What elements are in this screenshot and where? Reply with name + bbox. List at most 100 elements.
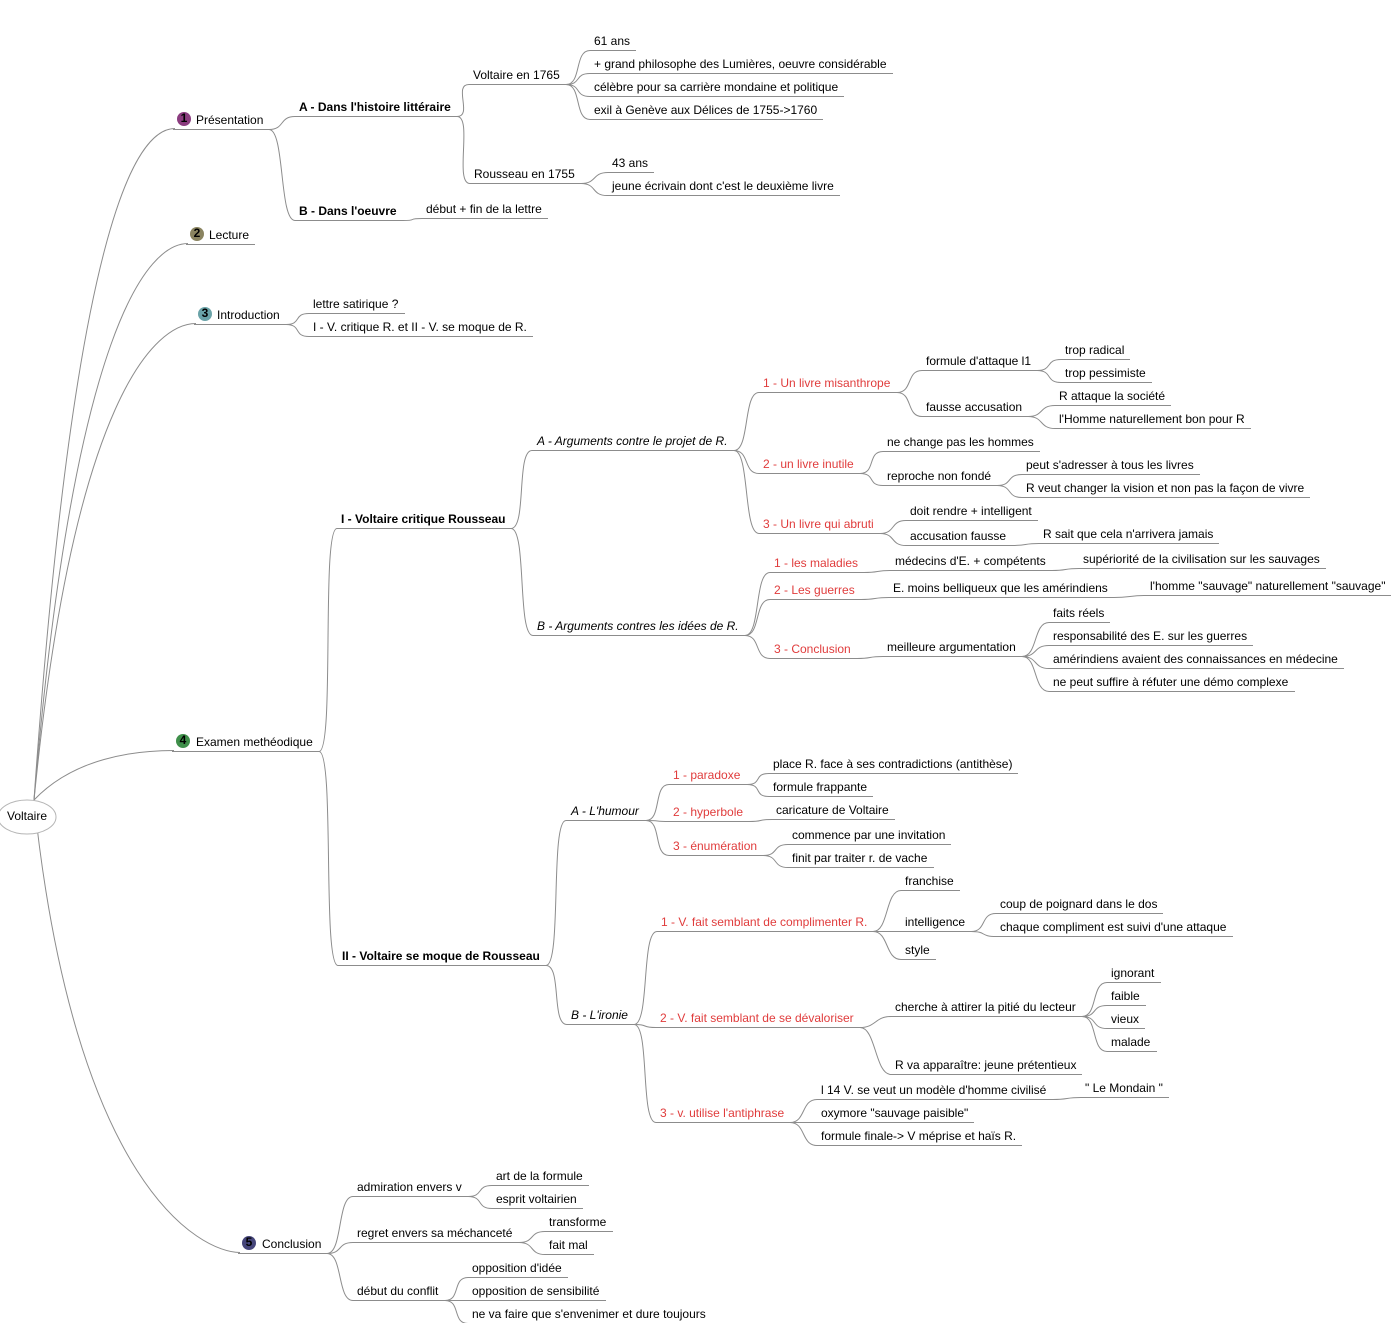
node-r-sait[interactable]: R sait que cela n'arrivera jamais (1043, 527, 1213, 541)
node-formule-frappante[interactable]: formule frappante (773, 780, 867, 794)
node-regret[interactable]: regret envers sa méchanceté (357, 1226, 513, 1240)
node-ne-change-pas[interactable]: ne change pas les hommes (887, 435, 1034, 449)
node-humour[interactable]: A - L'humour (570, 804, 640, 818)
link-envenimer (444, 1300, 469, 1323)
link-responsabilite (1021, 645, 1050, 657)
node-enumeration[interactable]: 3 - énumération (673, 839, 757, 853)
node-ironie[interactable]: B - L'ironie (571, 1008, 628, 1022)
node-rousseau-1755[interactable]: Rousseau en 1755 (474, 167, 575, 181)
node-ne-peut-suffire[interactable]: ne peut suffire à réfuter une démo compl… (1053, 675, 1289, 689)
node-guerres[interactable]: 2 - Les guerres (774, 583, 855, 597)
node-maladies[interactable]: 1 - les maladies (774, 556, 858, 570)
node-le-mondain[interactable]: " Le Mondain " (1085, 1081, 1163, 1095)
node-trop-pessimiste[interactable]: trop pessimiste (1065, 366, 1146, 380)
node-complimenter[interactable]: 1 - V. fait semblant de complimenter R. (661, 915, 867, 929)
node-dans-oeuvre[interactable]: B - Dans l'oeuvre (299, 204, 397, 218)
branch-introduction[interactable]: 3 Introduction (198, 306, 280, 322)
node-fausse-accusation[interactable]: fausse accusation (926, 400, 1022, 414)
node-superiorite[interactable]: supériorité de la civilisation sur les s… (1083, 552, 1320, 566)
node-antiphrase[interactable]: 3 - v. utilise l'antiphrase (660, 1106, 784, 1120)
node-medecins[interactable]: médecins d'E. + compétents (895, 554, 1046, 568)
node-opposition-sensibilite[interactable]: opposition de sensibilité (472, 1284, 600, 1298)
node-r-attaque[interactable]: R attaque la société (1059, 389, 1165, 403)
node-exil-geneve[interactable]: exil à Genève aux Délices de 1755->1760 (594, 103, 817, 117)
node-grand-philosophe[interactable]: + grand philosophe des Lumières, oeuvre … (594, 57, 887, 71)
node-homme-bon[interactable]: l'Homme naturellement bon pour R (1059, 412, 1245, 426)
node-celebre[interactable]: célèbre pour sa carrière mondaine et pol… (594, 80, 838, 94)
node-vieux[interactable]: vieux (1111, 1012, 1139, 1026)
node-r-va-apparaitre[interactable]: R va apparaître: jeune prétentieux (895, 1058, 1076, 1072)
branch-presentation[interactable]: 1 Présentation (177, 111, 263, 127)
node-paradoxe[interactable]: 1 - paradoxe (673, 768, 741, 782)
node-amerindiens[interactable]: amérindiens avaient des connaissances en… (1053, 652, 1338, 666)
node-finit[interactable]: finit par traiter r. de vache (792, 851, 928, 865)
node-formule-attaque[interactable]: formule d'attaque l1 (926, 354, 1031, 368)
node-livre-inutile[interactable]: 2 - un livre inutile (763, 457, 854, 471)
link-part-2 (318, 751, 339, 966)
node-chaque-compliment[interactable]: chaque compliment est suivi d'une attaqu… (1000, 920, 1227, 934)
node-reproche[interactable]: reproche non fondé (887, 469, 991, 483)
node-devaloriser[interactable]: 2 - V. fait semblant de se dévaloriser (660, 1011, 854, 1025)
link-lettre-satirique (285, 313, 310, 325)
node-debut-fin[interactable]: début + fin de la lettre (426, 202, 542, 216)
node-oxymore[interactable]: oxymore "sauvage paisible" (821, 1106, 968, 1120)
node-ignorant[interactable]: ignorant (1111, 966, 1155, 980)
node-peut-tous[interactable]: peut s'adresser à tous les livres (1026, 458, 1194, 472)
node-coup-poignard[interactable]: coup de poignard dans le dos (1000, 897, 1157, 911)
branch-label: Examen methéodique (196, 735, 313, 749)
node-envenimer[interactable]: ne va faire que s'envenimer et dure touj… (472, 1307, 706, 1321)
node-admiration[interactable]: admiration envers v (357, 1180, 462, 1194)
node-hyperbole[interactable]: 2 - hyperbole (673, 805, 743, 819)
node-art-formule[interactable]: art de la formule (496, 1169, 583, 1183)
branch-conclusion[interactable]: 5 Conclusion (242, 1235, 321, 1251)
node-style[interactable]: style (905, 943, 930, 957)
node-arguments-projet[interactable]: A - Arguments contre le projet de R. (536, 434, 728, 448)
node-franchise[interactable]: franchise (905, 874, 954, 888)
node-pitie[interactable]: cherche à attirer la pitié du lecteur (895, 1000, 1076, 1014)
node-r-veut[interactable]: R veut changer la vision et non pas la f… (1026, 481, 1304, 495)
node-place-r[interactable]: place R. face à ses contradictions (anti… (773, 757, 1012, 771)
node-faible[interactable]: faible (1111, 989, 1140, 1003)
link-devaloriser (633, 1024, 657, 1028)
link-hyperbole (645, 820, 670, 822)
node-dans-histoire[interactable]: A - Dans l'histoire littéraire (299, 100, 451, 114)
link-root-lecture (33, 243, 189, 801)
node-trop-radical[interactable]: trop radical (1065, 343, 1124, 357)
node-belliqueux[interactable]: E. moins belliqueux que les amérindiens (893, 581, 1108, 595)
root-node[interactable]: Voltaire (0, 799, 57, 835)
node-responsabilite[interactable]: responsabilité des E. sur les guerres (1053, 629, 1247, 643)
node-voltaire-1765[interactable]: Voltaire en 1765 (473, 68, 560, 82)
node-caricature[interactable]: caricature de Voltaire (776, 803, 889, 817)
node-conclusion-3[interactable]: 3 - Conclusion (774, 642, 851, 656)
node-meilleure-argumentation[interactable]: meilleure argumentation (887, 640, 1016, 654)
node-accusation-fausse[interactable]: accusation fausse (910, 529, 1006, 543)
node-arguments-idees[interactable]: B - Arguments contres les idées de R. (537, 619, 739, 633)
node-lettre-satirique[interactable]: lettre satirique ? (313, 297, 399, 311)
badge-3-icon (198, 307, 212, 321)
node-esprit-voltairien[interactable]: esprit voltairien (496, 1192, 577, 1206)
branch-examen[interactable]: 4 Examen methéodique (176, 733, 313, 749)
node-doit-rendre[interactable]: doit rendre + intelligent (910, 504, 1032, 518)
node-opposition-idee[interactable]: opposition d'idée (472, 1261, 562, 1275)
node-transforme[interactable]: transforme (549, 1215, 607, 1229)
node-malade[interactable]: malade (1111, 1035, 1151, 1049)
node-fait-mal[interactable]: fait mal (549, 1238, 588, 1252)
link-paradoxe (645, 784, 670, 821)
node-intelligence[interactable]: intelligence (905, 915, 965, 929)
node-debut-conflit[interactable]: début du conflit (357, 1284, 439, 1298)
branch-lecture[interactable]: 2 Lecture (190, 226, 249, 242)
node-livre-abruti[interactable]: 3 - Un livre qui abruti (763, 517, 874, 531)
node-part-2[interactable]: II - Voltaire se moque de Rousseau (342, 949, 540, 963)
node-homme-sauvage[interactable]: l'homme "sauvage" naturellement "sauvage… (1150, 579, 1385, 593)
node-plan[interactable]: I - V. critique R. et II - V. se moque d… (313, 320, 527, 334)
link-belliqueux (860, 597, 890, 600)
node-l14[interactable]: l 14 V. se veut un modèle d'homme civili… (821, 1083, 1047, 1097)
node-faits-reels[interactable]: faits réels (1053, 606, 1104, 620)
node-43-ans[interactable]: 43 ans (612, 156, 648, 170)
node-61-ans[interactable]: 61 ans (594, 34, 630, 48)
node-commence[interactable]: commence par une invitation (792, 828, 945, 842)
node-misanthrope[interactable]: 1 - Un livre misanthrope (763, 376, 891, 390)
node-part-1[interactable]: I - Voltaire critique Rousseau (341, 512, 505, 526)
node-jeune-ecrivain[interactable]: jeune écrivain dont c'est le deuxième li… (611, 179, 834, 193)
node-formule-finale[interactable]: formule finale-> V méprise et haïs R. (821, 1129, 1016, 1143)
